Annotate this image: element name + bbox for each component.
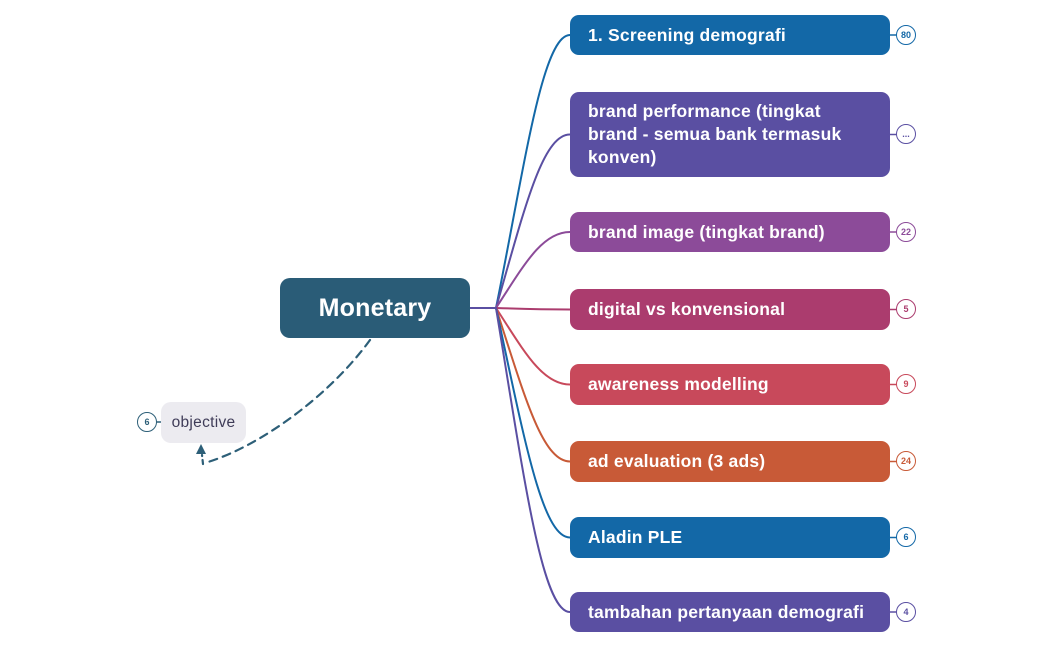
arrowhead-icon: [196, 444, 206, 454]
node-badge-count[interactable]: 80: [896, 25, 916, 45]
connector-brand-image: [469, 231, 571, 309]
objective-badge-count[interactable]: 6: [137, 412, 157, 432]
node-objective[interactable]: objective: [161, 402, 246, 443]
node-badge-count[interactable]: 9: [896, 374, 916, 394]
node-badge-count[interactable]: 24: [896, 451, 916, 471]
connector-aladin-ple: [469, 307, 571, 539]
connector-ad-evaluation: [469, 307, 571, 463]
connector-awareness-modelling: [469, 307, 571, 386]
node-badge-count[interactable]: 5: [896, 299, 916, 319]
node-tambahan-pertanyaan[interactable]: tambahan pertanyaan demografi: [570, 592, 890, 632]
node-label: Aladin PLE: [588, 527, 683, 548]
node-label: 1. Screening demografi: [588, 24, 786, 45]
connector-brand-performance: [469, 133, 571, 309]
node-label: digital vs konvensional: [588, 299, 786, 320]
node-badge-count[interactable]: 4: [896, 602, 916, 622]
node-label: tambahan pertanyaan demografi: [588, 601, 865, 622]
node-ad-evaluation[interactable]: ad evaluation (3 ads): [570, 441, 890, 482]
dashed-arrow-tail: [200, 453, 205, 466]
node-aladin-ple[interactable]: Aladin PLE: [570, 517, 890, 558]
node-label: ad evaluation (3 ads): [588, 451, 766, 472]
connector-digital-vs-konvensional: [469, 307, 571, 311]
node-label: awareness modelling: [588, 374, 769, 395]
node-brand-performance[interactable]: brand performance (tingkat brand - semua…: [570, 92, 890, 177]
node-label: brand performance (tingkat brand - semua…: [588, 101, 842, 167]
node-screening-demografi[interactable]: 1. Screening demografi: [570, 15, 890, 55]
root-node-label: Monetary: [318, 293, 432, 322]
dashed-relationship-curve[interactable]: [206, 338, 372, 464]
node-digital-vs-konvensional[interactable]: digital vs konvensional: [570, 289, 890, 330]
node-badge-count[interactable]: 22: [896, 222, 916, 242]
node-badge-count[interactable]: 6: [896, 527, 916, 547]
node-brand-image[interactable]: brand image (tingkat brand): [570, 212, 890, 252]
node-label: objective: [171, 413, 236, 431]
connector-tambahan-pertanyaan: [469, 307, 571, 613]
node-awareness-modelling[interactable]: awareness modelling: [570, 364, 890, 405]
node-badge-count[interactable]: ...: [896, 124, 916, 144]
connector-screening-demografi: [469, 34, 571, 309]
node-label: brand image (tingkat brand): [588, 221, 825, 242]
root-node-monetary[interactable]: Monetary: [280, 278, 470, 338]
